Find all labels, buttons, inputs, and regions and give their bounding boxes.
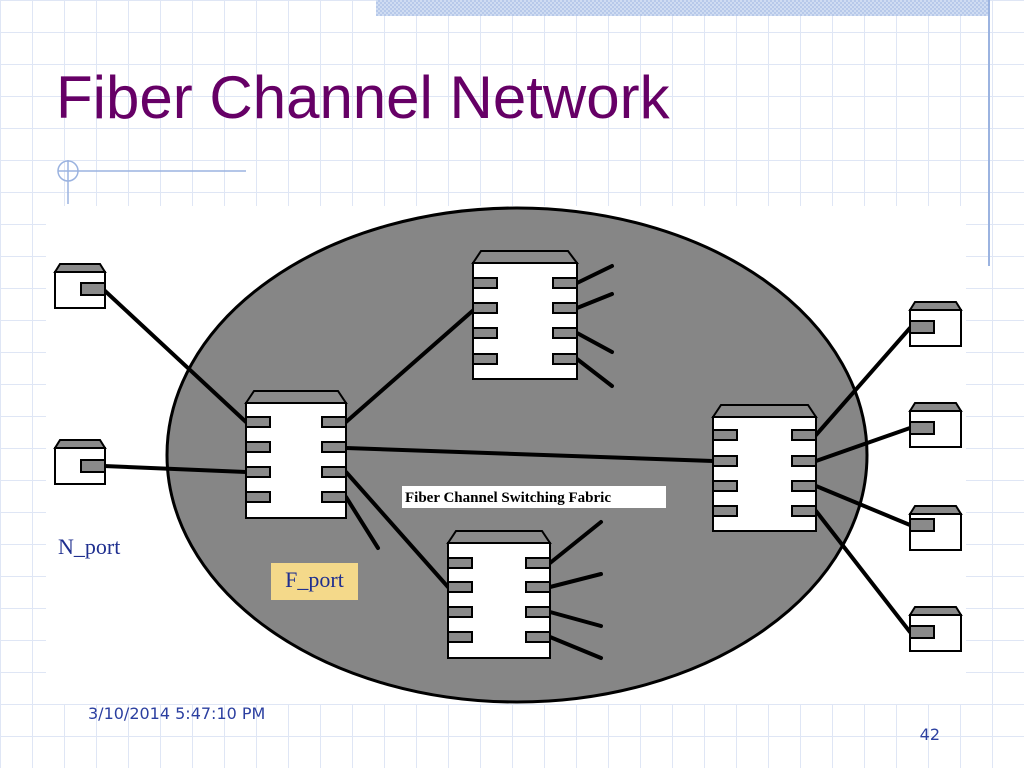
footer-date: 3/10/2014 5:47:10 PM <box>88 704 266 723</box>
switch-b <box>471 250 579 380</box>
page-number: 42 <box>919 725 940 744</box>
fport-label: F_port <box>271 563 358 600</box>
switch-c <box>446 530 552 659</box>
link-switchA-switchB <box>344 305 479 424</box>
right-decorative-rule <box>988 0 990 266</box>
nport-device-left-1 <box>53 263 107 309</box>
fabric-label: Fiber Channel Switching Fabric <box>405 490 611 506</box>
link-switchA-switchC <box>344 470 450 589</box>
nport-device-right-1 <box>908 301 963 347</box>
top-decorative-band <box>376 0 988 16</box>
fabric-label-background <box>402 486 666 508</box>
slide-title: Fiber Channel Network <box>56 64 670 131</box>
link-switchA-switchD <box>344 446 715 463</box>
link-nport1-switchA <box>102 288 248 424</box>
nport-device-right-3 <box>908 505 963 551</box>
nport-device-left-2 <box>53 439 107 485</box>
nport-label: N_port <box>58 534 121 559</box>
title-crosshair-decoration <box>57 160 246 204</box>
link-nport2-switchA <box>102 464 248 474</box>
link-switchA-stub <box>344 495 380 550</box>
switch-a <box>244 390 348 519</box>
connection-lines <box>102 264 912 660</box>
switch-d <box>711 404 818 532</box>
nport-device-right-2 <box>908 402 963 448</box>
nport-device-right-4 <box>908 606 963 652</box>
